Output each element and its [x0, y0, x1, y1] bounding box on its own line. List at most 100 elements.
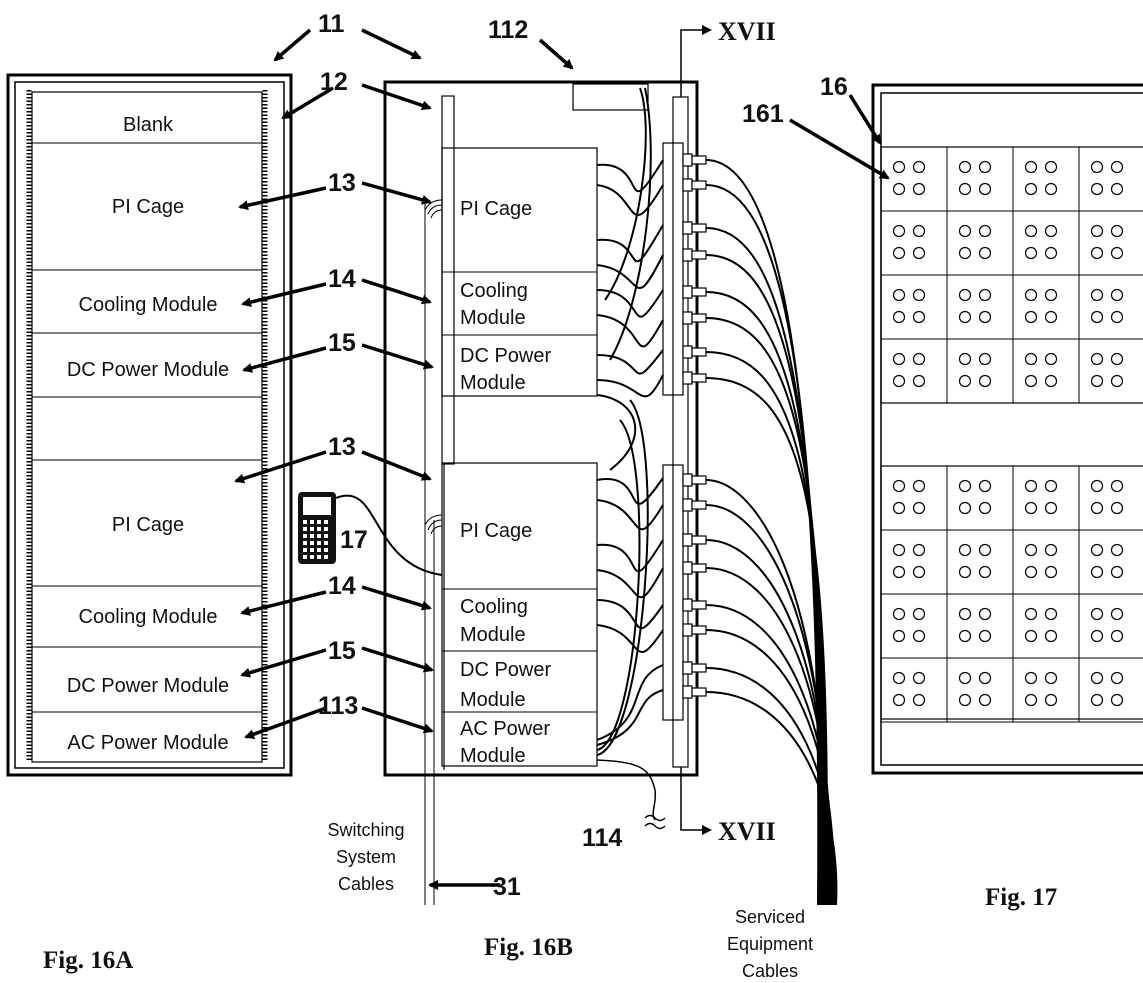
keypad-key	[310, 548, 314, 552]
jack-port	[978, 543, 992, 557]
fig16b-dc-power-2-label-line2: Module	[460, 689, 526, 711]
patch-connector-plug	[691, 155, 707, 165]
serviced-cable	[705, 291, 825, 906]
patch-connector-plug	[691, 535, 707, 545]
jack-port	[1110, 288, 1124, 302]
jack-port	[1024, 543, 1038, 557]
fig16b-ac-power-label-line1: AC Power	[460, 718, 550, 740]
jack-module	[880, 593, 948, 659]
patch-connector	[682, 221, 693, 235]
patch-connector-plug	[691, 563, 707, 573]
ref-13-lower: 13	[328, 433, 356, 461]
jack-module	[880, 465, 948, 531]
jack-port	[912, 182, 926, 196]
jack-module	[880, 529, 948, 595]
patch-connector-plug	[691, 180, 707, 190]
ref-14-lower: 14	[328, 572, 356, 600]
keypad-key	[324, 548, 328, 552]
jack-port	[1024, 288, 1038, 302]
jack-port	[1110, 310, 1124, 324]
ref-15-lower: 15	[328, 637, 356, 665]
jack-port	[892, 565, 906, 579]
jack-port	[978, 288, 992, 302]
jack-port	[1044, 565, 1058, 579]
keypad-key	[324, 555, 328, 559]
jack-port	[912, 629, 926, 643]
jack-port	[912, 160, 926, 174]
patch-connector	[682, 561, 693, 575]
jack-port	[978, 607, 992, 621]
jack-port	[1044, 543, 1058, 557]
internal-cables	[596, 87, 664, 756]
jack-port	[1110, 565, 1124, 579]
keypad-key	[310, 555, 314, 559]
jack-module	[880, 146, 948, 212]
serviced-cable	[705, 377, 828, 906]
jack-port	[958, 607, 972, 621]
jack-port	[1024, 479, 1038, 493]
keypad-key	[317, 541, 321, 545]
jack-port	[958, 479, 972, 493]
jack-port	[1044, 479, 1058, 493]
serviced-cable	[705, 159, 820, 906]
jack-port	[1090, 182, 1104, 196]
jack-module	[1078, 529, 1143, 595]
fig16b-cooling-2-label-line1: Cooling	[460, 596, 528, 618]
jack-port	[892, 182, 906, 196]
jack-port	[892, 310, 906, 324]
jack-port	[1090, 693, 1104, 707]
jack-port	[978, 224, 992, 238]
jack-port	[958, 629, 972, 643]
jack-port	[892, 693, 906, 707]
jack-port	[1110, 224, 1124, 238]
jack-port	[958, 246, 972, 260]
jack-port	[978, 352, 992, 366]
jack-port	[892, 352, 906, 366]
jack-module	[1012, 529, 1080, 595]
jack-port	[978, 310, 992, 324]
jack-module	[1078, 465, 1143, 531]
jack-port	[1090, 352, 1104, 366]
jack-module	[946, 593, 1014, 659]
patch-connectors	[682, 153, 707, 699]
keypad-key	[303, 548, 307, 552]
jack-port	[1110, 501, 1124, 515]
jack-module	[1078, 146, 1143, 212]
jack-port	[1110, 374, 1124, 388]
jack-module	[1012, 593, 1080, 659]
serviced-cable	[705, 351, 827, 906]
jack-module	[880, 338, 948, 404]
jack-port	[892, 288, 906, 302]
fig16b-cooling-2-label-line2: Module	[460, 624, 526, 646]
jack-port	[912, 479, 926, 493]
jack-port	[1110, 352, 1124, 366]
jack-port	[912, 501, 926, 515]
patch-connector-plug	[691, 313, 707, 323]
jack-module	[1078, 657, 1143, 723]
jack-module	[1012, 338, 1080, 404]
serviced-caption-line3: Cables	[742, 961, 798, 981]
jack-port	[1110, 479, 1124, 493]
jack-port	[1044, 246, 1058, 260]
jack-port	[1024, 629, 1038, 643]
jack-port	[1090, 607, 1104, 621]
switching-caption-line2: System	[336, 847, 396, 867]
fig16a-ac-power-module-label: AC Power Module	[67, 732, 228, 754]
fig-16a-label: Fig. 16A	[43, 947, 133, 974]
patch-connector	[682, 661, 693, 675]
fig16b-pi-cage-1-label: PI Cage	[460, 198, 532, 220]
jack-port	[1110, 671, 1124, 685]
patch-connector	[682, 473, 693, 487]
patch-connector	[682, 623, 693, 637]
jack-port	[892, 479, 906, 493]
keypad-key	[310, 534, 314, 538]
patch-connector	[682, 533, 693, 547]
jack-port	[978, 160, 992, 174]
handheld-terminal-icon	[298, 492, 443, 576]
patch-connector-plug	[691, 347, 707, 357]
jack-port	[892, 543, 906, 557]
jack-port	[1024, 374, 1038, 388]
keypad-key	[303, 534, 307, 538]
jack-port	[892, 501, 906, 515]
ref-12: 12	[320, 68, 348, 96]
